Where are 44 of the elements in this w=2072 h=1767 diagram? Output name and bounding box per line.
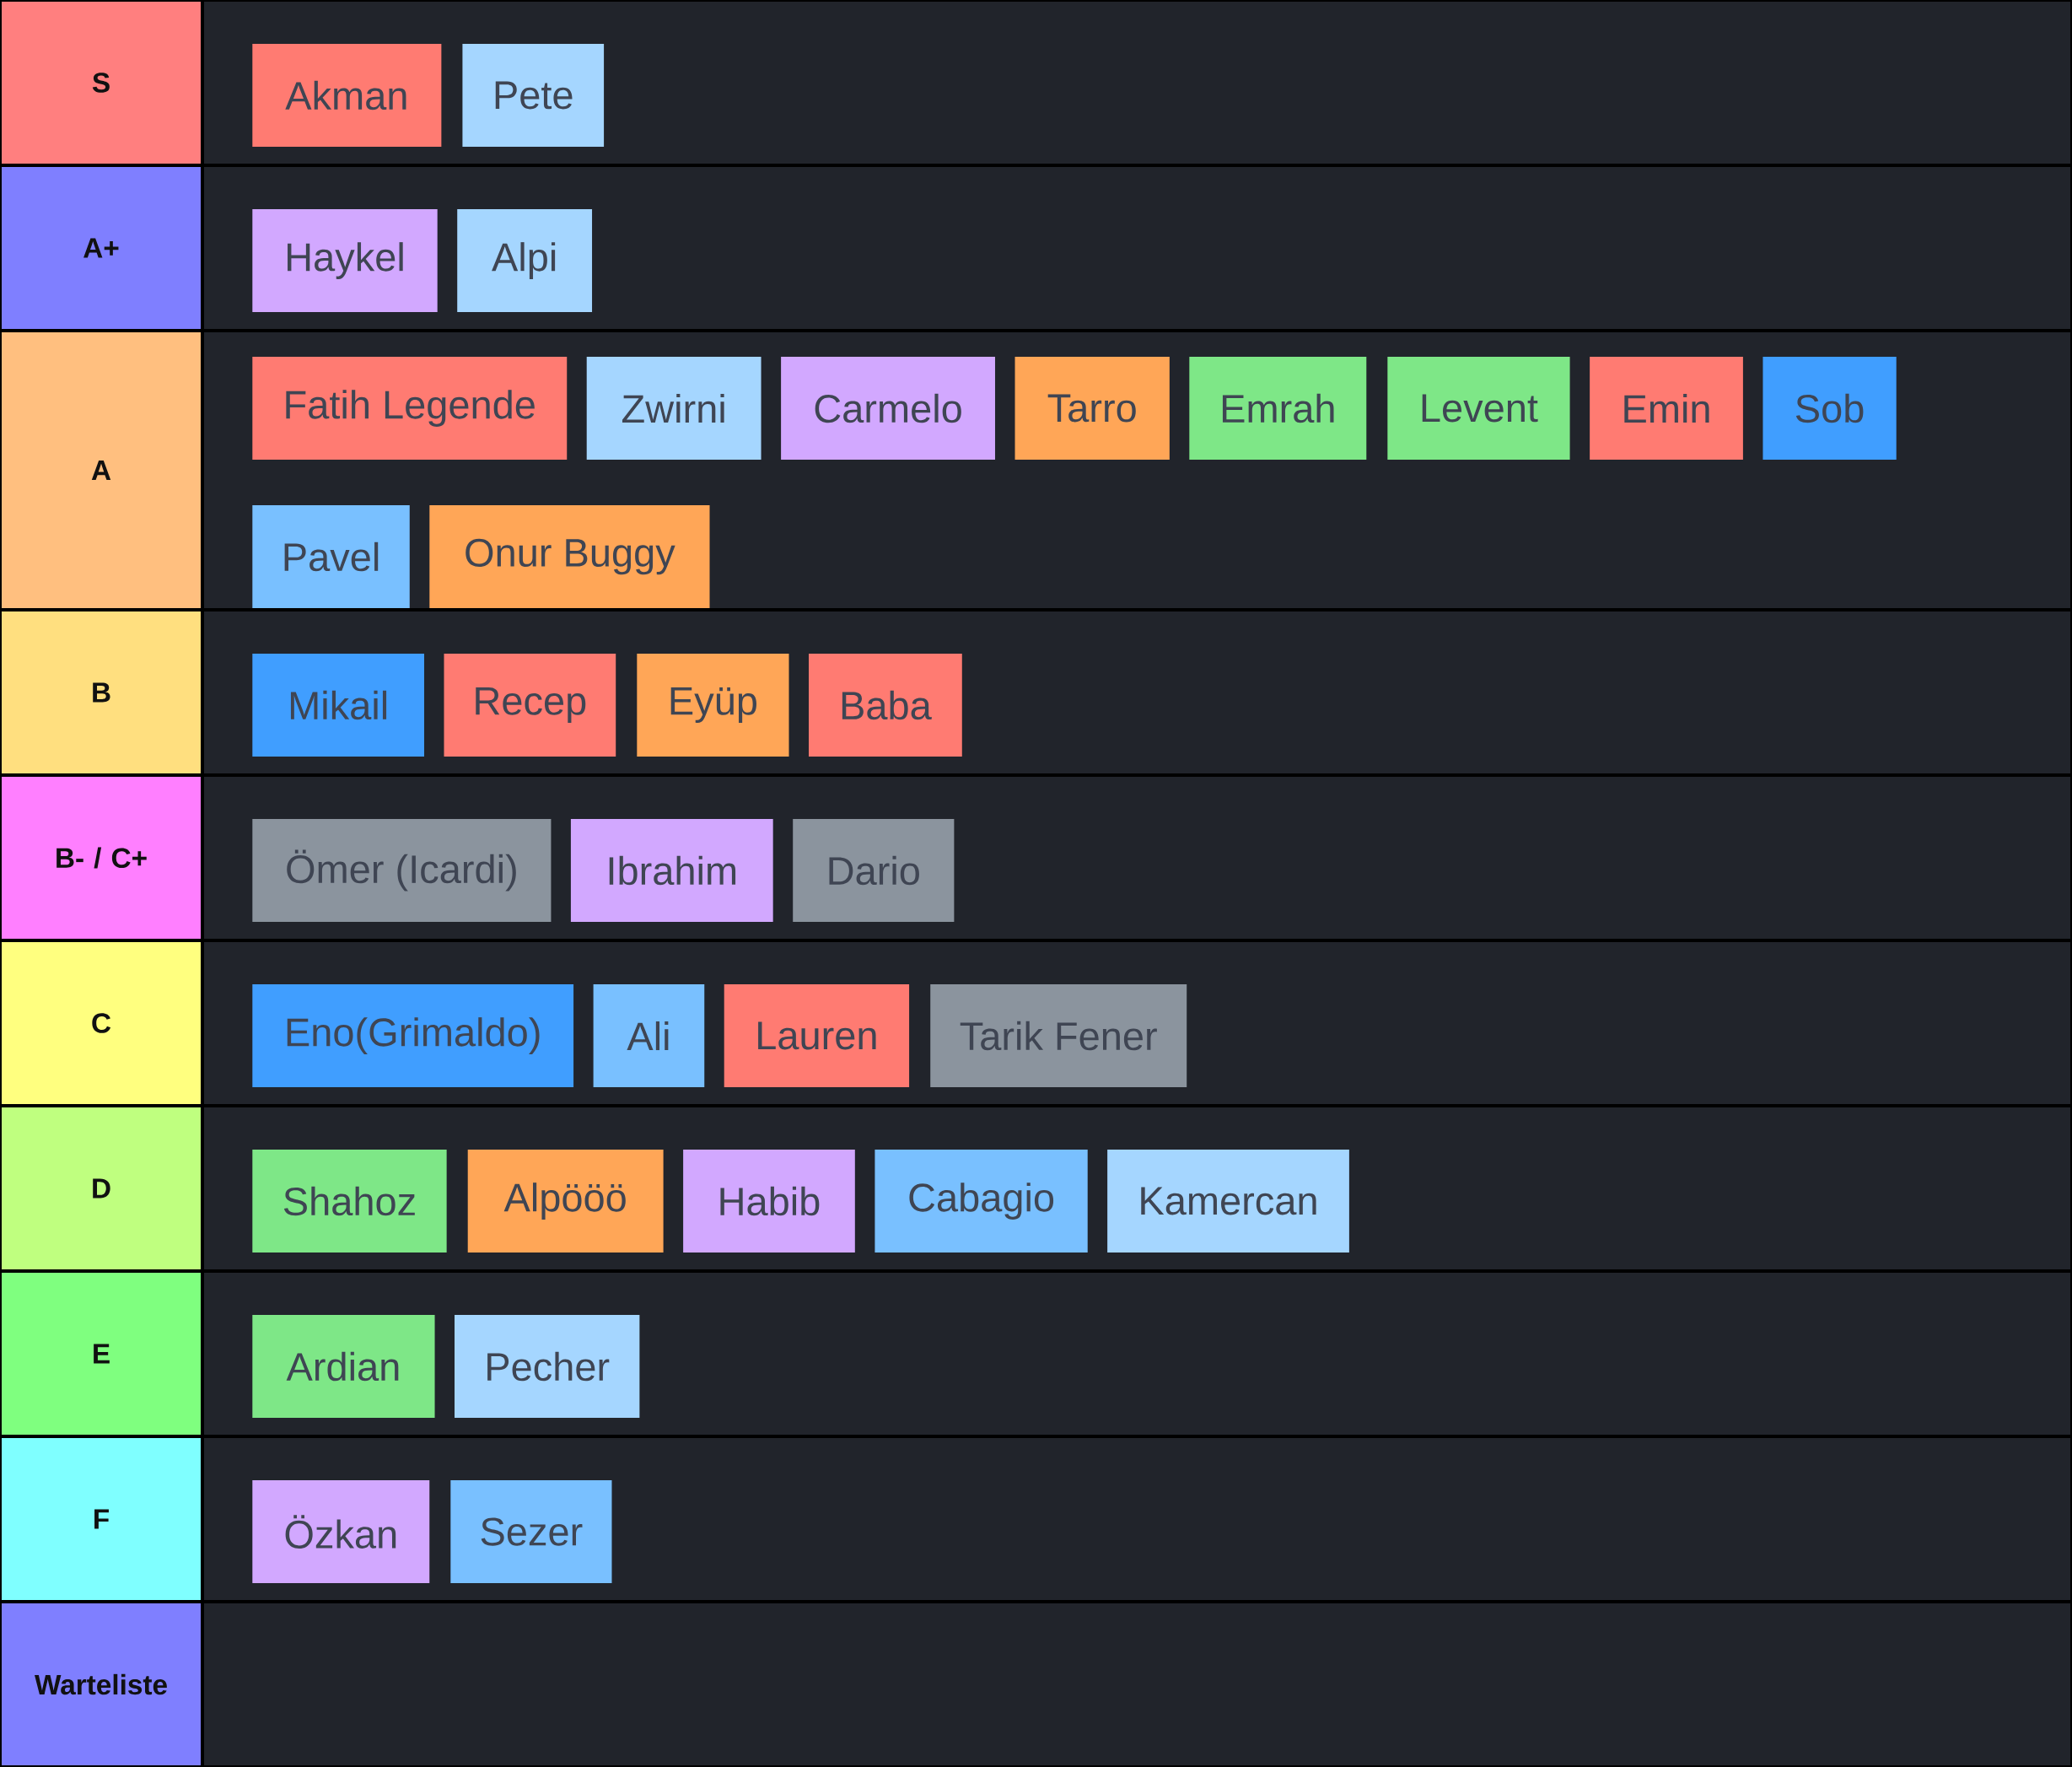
name-tile: Akman	[252, 44, 442, 147]
name-tile: Onur Buggy	[429, 505, 710, 608]
name-tile: Eyüp	[637, 654, 789, 757]
name-tile: Emin	[1590, 357, 1743, 460]
name-tile: Zwirni	[586, 357, 762, 460]
name-tile: Cabagio	[875, 1150, 1088, 1253]
tier-label: B- / C+	[0, 773, 204, 942]
name-tile: Pecher	[455, 1315, 640, 1419]
name-tile: Ardian	[252, 1315, 435, 1419]
name-tile: Shahoz	[252, 1150, 447, 1253]
tier-label: E	[0, 1269, 204, 1439]
name-tile: Kamercan	[1107, 1150, 1349, 1253]
tier-label: A	[0, 329, 204, 611]
name-tile: Özkan	[252, 1480, 430, 1584]
name-tile: Tarik Fener	[930, 984, 1187, 1088]
name-tile: Levent	[1387, 357, 1570, 460]
name-tile: Habib	[683, 1150, 855, 1253]
tier-label: A+	[0, 164, 204, 332]
name-tile: Fatih Legende	[252, 357, 568, 460]
name-tile: Sezer	[450, 1480, 612, 1584]
tier-label: S	[0, 0, 204, 167]
tier-label: D	[0, 1104, 204, 1274]
name-tile: Baba	[809, 654, 962, 757]
name-tile: Haykel	[252, 209, 438, 312]
name-tile: Ibrahim	[570, 819, 773, 922]
name-tile: Recep	[444, 654, 616, 757]
name-tile: Ömer (Icardi)	[252, 819, 552, 922]
name-tile: Pavel	[252, 505, 410, 608]
name-tile: Mikail	[252, 654, 424, 757]
tier-label: C	[0, 939, 204, 1107]
tier-label: Warteliste	[0, 1600, 204, 1767]
tier-label: B	[0, 608, 204, 777]
name-tile: Dario	[793, 819, 955, 922]
name-tile: Tarro	[1014, 357, 1170, 460]
name-tile: Pete	[462, 44, 605, 147]
tier-label: F	[0, 1435, 204, 1604]
name-tile: Ali	[593, 984, 705, 1088]
name-tile: Alpööö	[467, 1150, 664, 1253]
name-tile: Sob	[1763, 357, 1897, 460]
name-tile: Alpi	[457, 209, 593, 312]
name-tile: Lauren	[724, 984, 910, 1088]
name-tile: Emrah	[1189, 357, 1367, 460]
name-tile: Eno(Grimaldo)	[252, 984, 574, 1088]
name-tile: Carmelo	[781, 357, 995, 460]
